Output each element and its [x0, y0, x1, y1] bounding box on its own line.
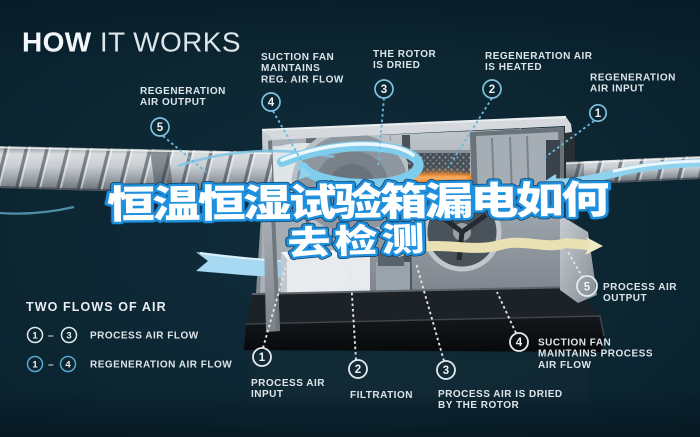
svg-text:1: 1 [32, 330, 38, 341]
svg-text:FILTRATION: FILTRATION [350, 390, 413, 401]
svg-text:REGENERATION AIR FLOW: REGENERATION AIR FLOW [90, 360, 232, 371]
svg-text:1: 1 [595, 108, 602, 120]
svg-text:PROCESS AIR: PROCESS AIR [603, 282, 677, 293]
svg-text:3: 3 [381, 84, 387, 96]
svg-text:–: – [48, 359, 54, 370]
svg-text:SUCTION FAN: SUCTION FAN [538, 338, 611, 349]
svg-text:2: 2 [489, 84, 495, 96]
svg-text:4: 4 [516, 337, 523, 349]
svg-text:5: 5 [584, 282, 591, 294]
svg-text:4: 4 [268, 97, 275, 109]
svg-text:PROCESS AIR IS DRIED: PROCESS AIR IS DRIED [438, 389, 563, 400]
svg-text:TWO FLOWS OF AIR: TWO FLOWS OF AIR [26, 300, 167, 314]
svg-text:REG. AIR FLOW: REG. AIR FLOW [261, 74, 344, 85]
svg-text:AIR OUTPUT: AIR OUTPUT [140, 97, 206, 108]
svg-text:REGENERATION: REGENERATION [140, 86, 226, 97]
svg-text:MAINTAINS PROCESS: MAINTAINS PROCESS [538, 349, 653, 360]
svg-text:REGENERATION AIR: REGENERATION AIR [485, 51, 593, 62]
svg-text:HOW IT WORKS: HOW IT WORKS [22, 26, 241, 57]
svg-text:IS HEATED: IS HEATED [485, 62, 542, 73]
svg-text:MAINTAINS: MAINTAINS [261, 63, 320, 74]
svg-text:3: 3 [66, 330, 71, 341]
svg-text:1: 1 [32, 359, 38, 370]
svg-text:AIR FLOW: AIR FLOW [538, 360, 591, 371]
svg-text:1: 1 [259, 352, 266, 364]
svg-text:BY THE ROTOR: BY THE ROTOR [438, 400, 519, 411]
svg-text:THE ROTOR: THE ROTOR [373, 49, 436, 60]
svg-text:REGENERATION: REGENERATION [590, 73, 676, 84]
svg-text:5: 5 [157, 122, 164, 134]
svg-text:3: 3 [443, 365, 449, 377]
svg-text:4: 4 [65, 359, 71, 370]
svg-text:AIR INPUT: AIR INPUT [590, 84, 645, 95]
svg-text:2: 2 [355, 364, 361, 376]
svg-text:SUCTION FAN: SUCTION FAN [261, 52, 334, 63]
svg-text:PROCESS AIR FLOW: PROCESS AIR FLOW [90, 331, 199, 342]
svg-text:PROCESS AIR: PROCESS AIR [251, 378, 325, 389]
svg-text:OUTPUT: OUTPUT [603, 293, 647, 304]
svg-text:INPUT: INPUT [251, 389, 284, 400]
svg-text:–: – [48, 330, 54, 341]
svg-text:IS DRIED: IS DRIED [373, 60, 420, 71]
